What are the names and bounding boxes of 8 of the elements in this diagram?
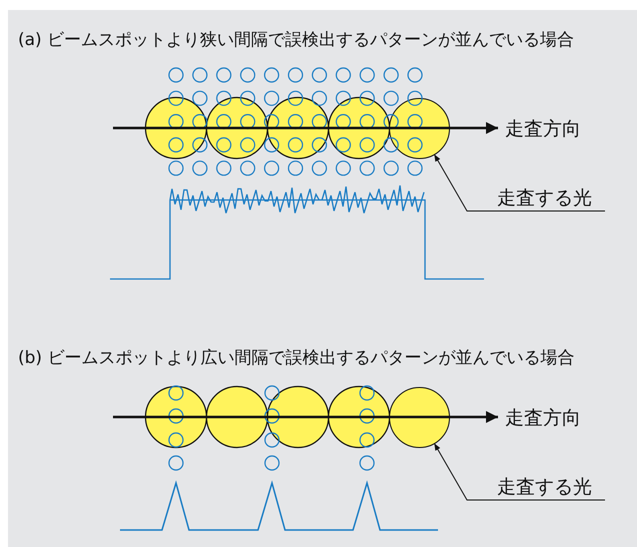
leader-label: 走査する光 — [497, 186, 605, 211]
leader-label: 走査する光 — [497, 475, 605, 500]
leader-line — [434, 442, 606, 500]
leader-line — [434, 154, 606, 212]
direction-label: 走査方向 — [505, 117, 581, 142]
heading: (b) ビームスポットより広い間隔で誤検出するパターンが並んでいる場合 — [18, 347, 574, 369]
heading: (a) ビームスポットより狭い間隔で誤検出するパターンが並んでいる場合 — [18, 29, 574, 51]
direction-label: 走査方向 — [505, 406, 581, 431]
